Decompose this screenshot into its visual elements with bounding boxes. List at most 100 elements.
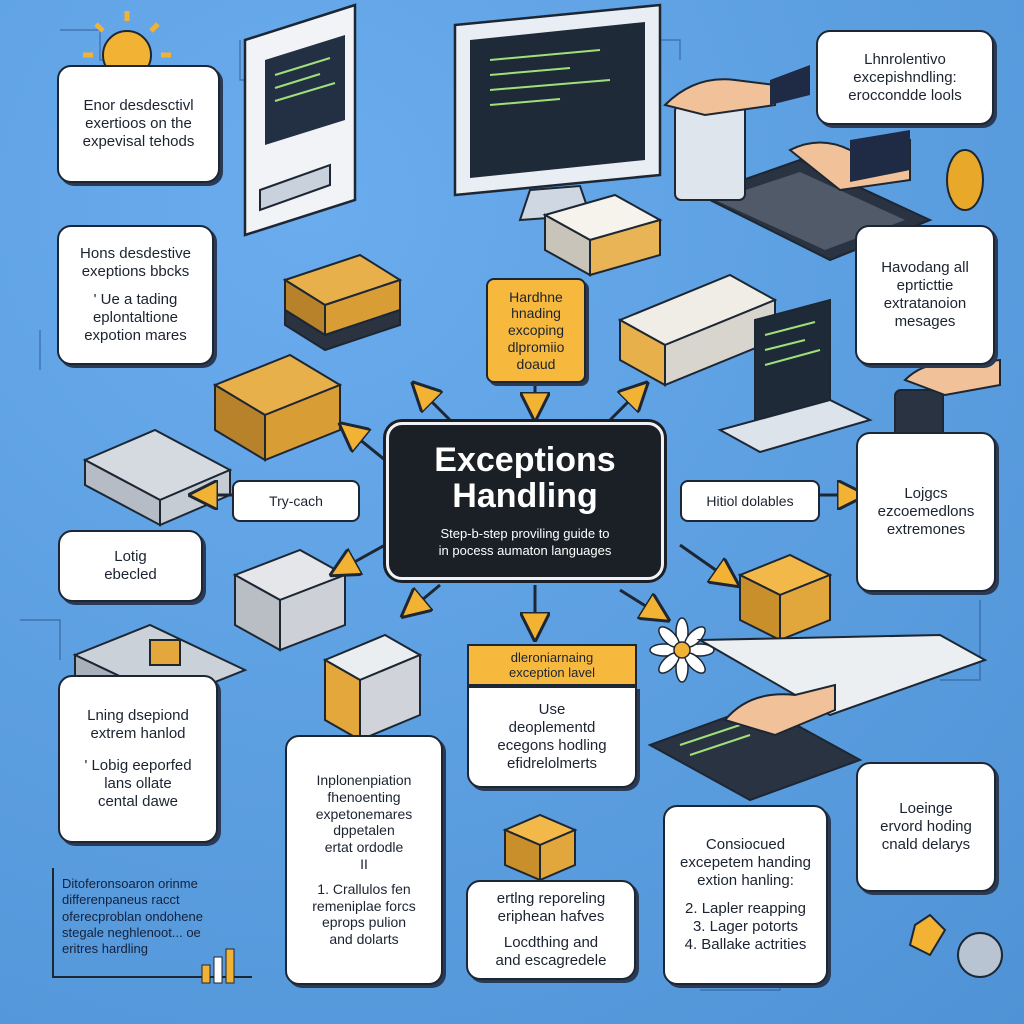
pill-text: Try-cach bbox=[269, 493, 323, 509]
card-loging: Lotig ebecled bbox=[58, 530, 203, 602]
card-text: Havodang all bbox=[881, 259, 969, 276]
card-text: Hons desdestive bbox=[80, 245, 191, 262]
card-text: extratanoion bbox=[883, 295, 967, 312]
card-text: Locdthing and bbox=[503, 934, 599, 951]
cube-cluster-small bbox=[502, 813, 578, 882]
center-title-line1: Exceptions bbox=[434, 441, 616, 479]
card-text: extion hanling: bbox=[697, 872, 794, 889]
card-text: remeniplae forcs bbox=[312, 897, 416, 914]
card-text: Lotig bbox=[114, 548, 147, 565]
card-text: ezcoemedlons bbox=[877, 503, 975, 520]
card-text: Lhnrolentivo bbox=[864, 50, 946, 68]
card-bottom-left: Lning dsepiond extrem hanlod ' Lobig eep… bbox=[58, 675, 218, 843]
card-top-right: Lhnrolentivo excepishndling: eroccondde … bbox=[816, 30, 994, 125]
box-stack-illustration-4 bbox=[322, 633, 423, 742]
center-subtitle-line1: Step-b-step proviling guide to bbox=[440, 526, 610, 542]
card-top-left: Enor desdesctivl exertioos on the expevi… bbox=[57, 65, 220, 183]
card-text: expotion mares bbox=[84, 327, 187, 344]
card-text: ' Ue a tading bbox=[93, 291, 178, 308]
card-text: Enor desdesctivl bbox=[83, 97, 194, 114]
flower-icon bbox=[649, 617, 715, 683]
card-lower-right: Lojgcs ezcoemedlons extremones bbox=[856, 432, 996, 592]
card-text: fhenoenting bbox=[327, 788, 401, 805]
card-text: eprops pulion bbox=[321, 914, 407, 931]
card-text: Use bbox=[538, 701, 566, 718]
paper-stack-illustration bbox=[542, 193, 663, 277]
box-stack-illustration-3 bbox=[232, 548, 348, 652]
label-text: dleroniarnaing bbox=[510, 650, 594, 665]
card-text: Lning dsepiond bbox=[87, 707, 189, 724]
note-text: differenpaneus racct bbox=[62, 892, 180, 908]
monitor-illustration bbox=[453, 3, 662, 222]
pill-right: Hitiol dolables bbox=[680, 480, 820, 522]
arrow-left-down bbox=[340, 543, 386, 570]
card-text: expevisal tehods bbox=[82, 133, 195, 150]
card-mid-left: Hons desdestive exeptions bbcks ' Ue a t… bbox=[57, 225, 214, 365]
note-text: stegale neghlenoot... oe bbox=[62, 924, 201, 940]
card-text: cnald delarys bbox=[881, 836, 971, 853]
card-text: Consiocued bbox=[705, 836, 786, 853]
note-text: oferecproblan ondohene bbox=[62, 908, 203, 924]
card-text: Hardhne bbox=[509, 288, 563, 305]
card-text: lans ollate bbox=[104, 775, 172, 792]
card-text: dlpromiio bbox=[507, 338, 565, 355]
card-text: dppetalen bbox=[333, 822, 395, 839]
card-text: eprticttie bbox=[896, 277, 954, 294]
gem-icon bbox=[908, 913, 947, 957]
card-text: deoplementd bbox=[508, 719, 596, 736]
card-text: ecegons hodling bbox=[497, 737, 607, 754]
label-text: exception lavel bbox=[509, 665, 595, 680]
arrow-down-right bbox=[619, 588, 660, 615]
card-text: expetonemares bbox=[315, 805, 413, 822]
card-text: ertlng reporeling bbox=[496, 890, 606, 907]
arrow-left-top bbox=[348, 430, 386, 462]
card-text: eroccondde lools bbox=[848, 86, 962, 104]
card-text: II bbox=[360, 856, 368, 872]
card-text: 2. Lapler reapping bbox=[685, 900, 806, 917]
card-text: eriphean hafves bbox=[497, 908, 605, 925]
card-text: and dolarts bbox=[329, 931, 399, 948]
orange-label-exception-level: dleroniarnaing exception lavel bbox=[467, 644, 637, 686]
card-text: Lojgcs bbox=[904, 485, 948, 502]
card-bottom-center-lower: ertlng reporeling eriphean hafves Locdth… bbox=[466, 880, 636, 980]
center-title-line2: Handling bbox=[452, 476, 598, 515]
card-text: Loeinge bbox=[899, 800, 953, 817]
card-text: exertioos on the bbox=[85, 115, 192, 132]
card-bottom-center: Use deoplementd ecegons hodling efidrelo… bbox=[467, 686, 637, 788]
coin-icon bbox=[946, 149, 984, 211]
card-text: cental dawe bbox=[97, 793, 179, 810]
card-text: excepetem handing bbox=[680, 854, 811, 871]
card-text: ervord hoding bbox=[880, 818, 972, 835]
center-title-box: Exceptions Handling Step-b-step provilin… bbox=[386, 422, 664, 580]
orange-card-top: Hardhne hnading excoping dlpromiio doaud bbox=[486, 278, 586, 383]
card-text: Inplonenpiation bbox=[316, 772, 412, 789]
pill-text: Hitiol dolables bbox=[706, 493, 794, 509]
card-text: efidrelolmerts bbox=[506, 755, 598, 772]
card-text: eplontaltione bbox=[92, 309, 179, 326]
box-stack-illustration-2 bbox=[212, 353, 343, 462]
mini-bar-icon bbox=[201, 948, 235, 984]
card-text: exeptions bbcks bbox=[81, 263, 190, 280]
card-text: excoping bbox=[507, 322, 565, 339]
card-bottom-right-center: Consiocued excepetem handing extion hanl… bbox=[663, 805, 828, 985]
card-text: ebecled bbox=[104, 566, 157, 583]
box-stack-illustration-1 bbox=[282, 253, 403, 352]
card-text: ertat ordodle bbox=[324, 839, 404, 856]
card-text: ' Lobig eeporfed bbox=[84, 757, 192, 774]
card-text: and escagredele bbox=[495, 952, 607, 969]
bottom-left-note: Ditoferonsoaron orinme differenpaneus ra… bbox=[52, 868, 252, 978]
note-text: eritres hardling bbox=[62, 941, 148, 956]
card-text: doaud bbox=[516, 355, 556, 372]
card-mid-right: Havodang all eprticttie extratanoion mes… bbox=[855, 225, 995, 365]
card-text: extremones bbox=[886, 521, 966, 538]
cube-cluster-illustration bbox=[737, 553, 833, 642]
card-bottom-center-left: Inplonenpiation fhenoenting expetonemare… bbox=[285, 735, 443, 985]
pill-try-catch: Try-cach bbox=[232, 480, 360, 522]
card-text: 4. Ballake actrities bbox=[684, 936, 807, 953]
card-text: 3. Lager potorts bbox=[692, 918, 799, 935]
arrow-up-left bbox=[420, 390, 452, 422]
card-text: hnading bbox=[511, 305, 561, 322]
card-bottom-right: Loeinge ervord hoding cnald delarys bbox=[856, 762, 996, 892]
